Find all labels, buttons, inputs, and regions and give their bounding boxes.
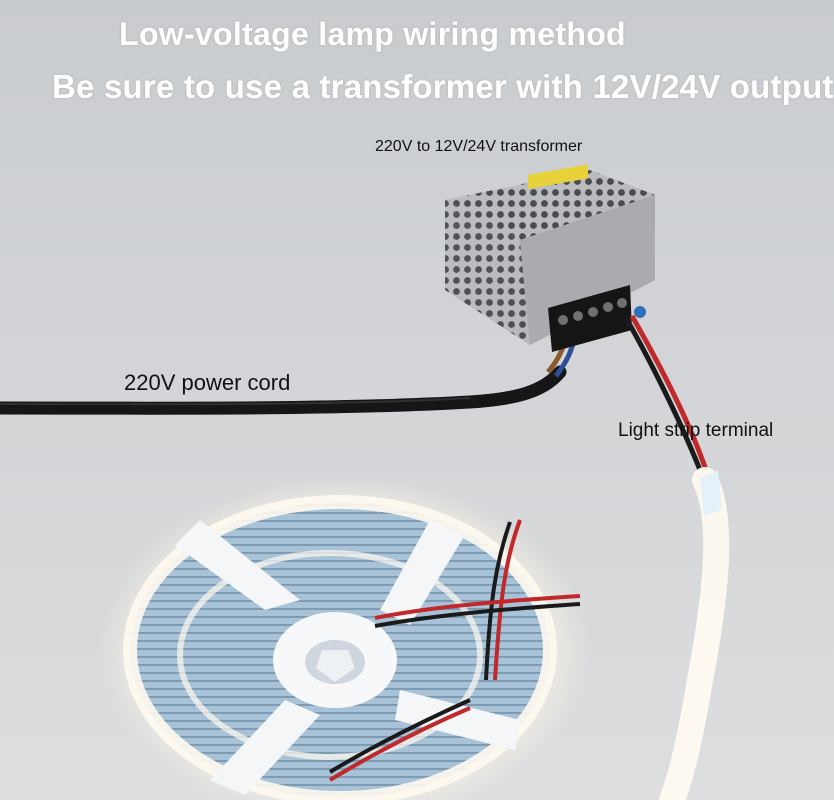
transformer-label: 220V to 12V/24V transformer [375,138,583,155]
strip-terminal-label: Light strip terminal [618,420,774,441]
page-title: Low-voltage lamp wiring method [119,16,626,52]
strip-wire [623,316,703,471]
power-cord [0,365,567,415]
wiring-photo [0,164,730,800]
led-strip-tail [659,467,730,800]
led-strip-reel [123,495,557,800]
page-subtitle: Be sure to use a transformer with 12V/24… [52,68,834,105]
power-cord-label: 220V power cord [124,370,291,395]
transformer [445,164,655,352]
